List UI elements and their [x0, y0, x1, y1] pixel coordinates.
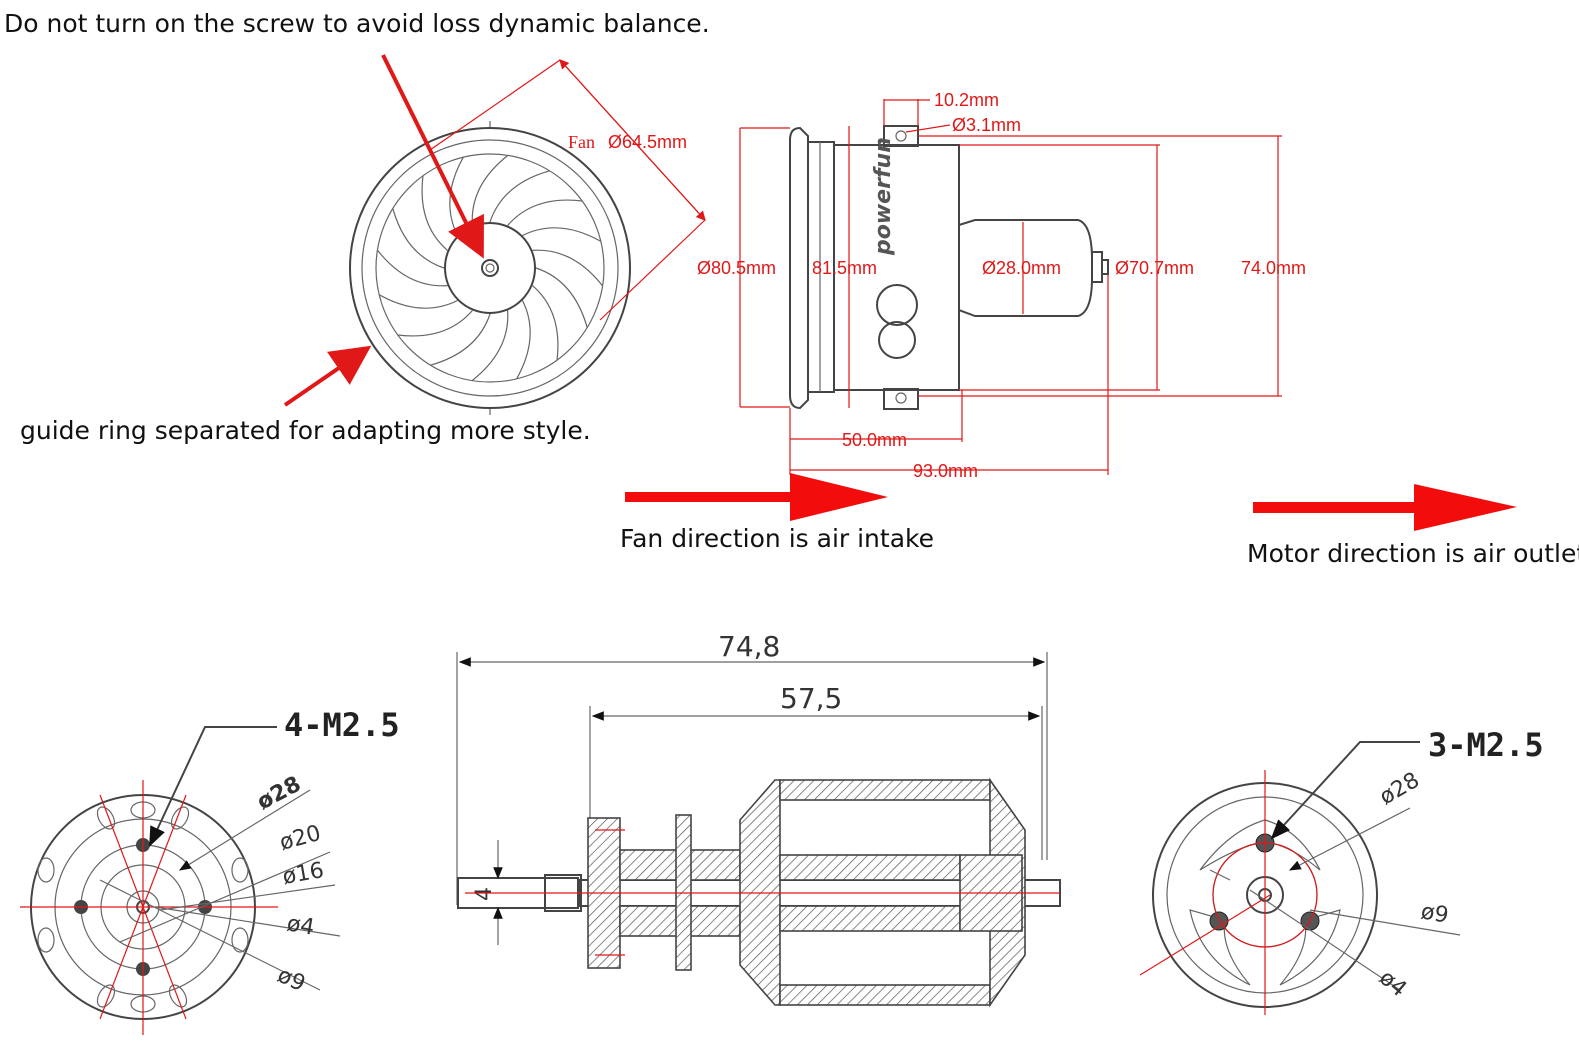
fan-direction-arrow-icon — [625, 473, 888, 521]
fan-blade — [532, 249, 604, 287]
fan-side-view: powerfun 10.2mm Ø3.1mm Ø80.5mm 81.5mm Ø2… — [697, 90, 1306, 481]
right-dim-9: ø9 — [1419, 899, 1450, 928]
right-dim-28: ø28 — [1376, 768, 1424, 810]
shaft-dim: 4 — [472, 887, 497, 901]
left-dim-4: ø4 — [285, 911, 316, 940]
motor-direction-note: Motor direction is air outlet — [1247, 539, 1579, 568]
guide-ring-note: guide ring separated for adapting more s… — [20, 416, 591, 445]
fan-blade — [421, 175, 448, 251]
right-dim-4: ø4 — [1374, 965, 1411, 1002]
right-thread-callout: 3-M2.5 — [1428, 726, 1544, 764]
fan-blade — [378, 294, 458, 309]
left-dim-9: ø9 — [273, 963, 308, 997]
fan-blade — [516, 300, 531, 380]
overall-height-dim: 74.0mm — [1241, 258, 1306, 278]
motor-length-body: 57,5 — [780, 682, 842, 715]
fan-blade — [489, 170, 550, 223]
left-dim-20: ø20 — [277, 821, 324, 856]
guide-ring-arrow-icon — [283, 345, 372, 407]
tab-width-dim: 10.2mm — [934, 90, 999, 110]
motor-direction-arrow-icon — [1253, 484, 1517, 531]
fan-blade — [430, 313, 491, 366]
left-thread-callout: 4-M2.5 — [284, 706, 400, 744]
fan-blade — [392, 208, 445, 269]
fan-blade — [532, 285, 559, 361]
fan-blade — [376, 249, 448, 287]
fan-blade — [471, 310, 509, 382]
fan-front-view: Fan Ø64.5mm — [283, 54, 706, 415]
motor-right-view: 3-M2.5 ø28 ø9 ø4 — [1139, 726, 1544, 1015]
duct-length-dim: 50.0mm — [842, 430, 907, 450]
motor-section-view: 74,8 57,5 4 — [456, 630, 1061, 1008]
motor-length-total: 74,8 — [718, 630, 780, 663]
total-length-dim: 93.0mm — [913, 461, 978, 481]
fan-blade — [397, 310, 473, 337]
motor-left-view: 4-M2.5 ø28 ø20 ø16 ø4 ø9 — [20, 706, 400, 1035]
fan-blade — [471, 154, 509, 226]
fan-blade — [507, 199, 583, 226]
fan-label: Fan — [568, 132, 595, 152]
motor-diameter-dim: Ø28.0mm — [982, 258, 1061, 278]
left-dim-16: ø16 — [281, 858, 326, 890]
fan-direction-note: Fan direction is air intake — [620, 524, 934, 553]
inner-length-dim: 81.5mm — [812, 258, 877, 278]
hole-diameter-dim: Ø3.1mm — [952, 115, 1021, 135]
outer-diameter-dim: Ø80.5mm — [697, 258, 776, 278]
screw-arrow-icon — [381, 54, 484, 259]
fan-blade — [522, 227, 602, 242]
fan-diameter-dim: Ø64.5mm — [608, 132, 687, 152]
brand-logo: powerfun — [871, 137, 896, 256]
screw-warning-note: Do not turn on the screw to avoid loss d… — [4, 9, 710, 38]
fan-blade — [535, 267, 588, 328]
duct-diameter-dim: Ø70.7mm — [1115, 258, 1194, 278]
